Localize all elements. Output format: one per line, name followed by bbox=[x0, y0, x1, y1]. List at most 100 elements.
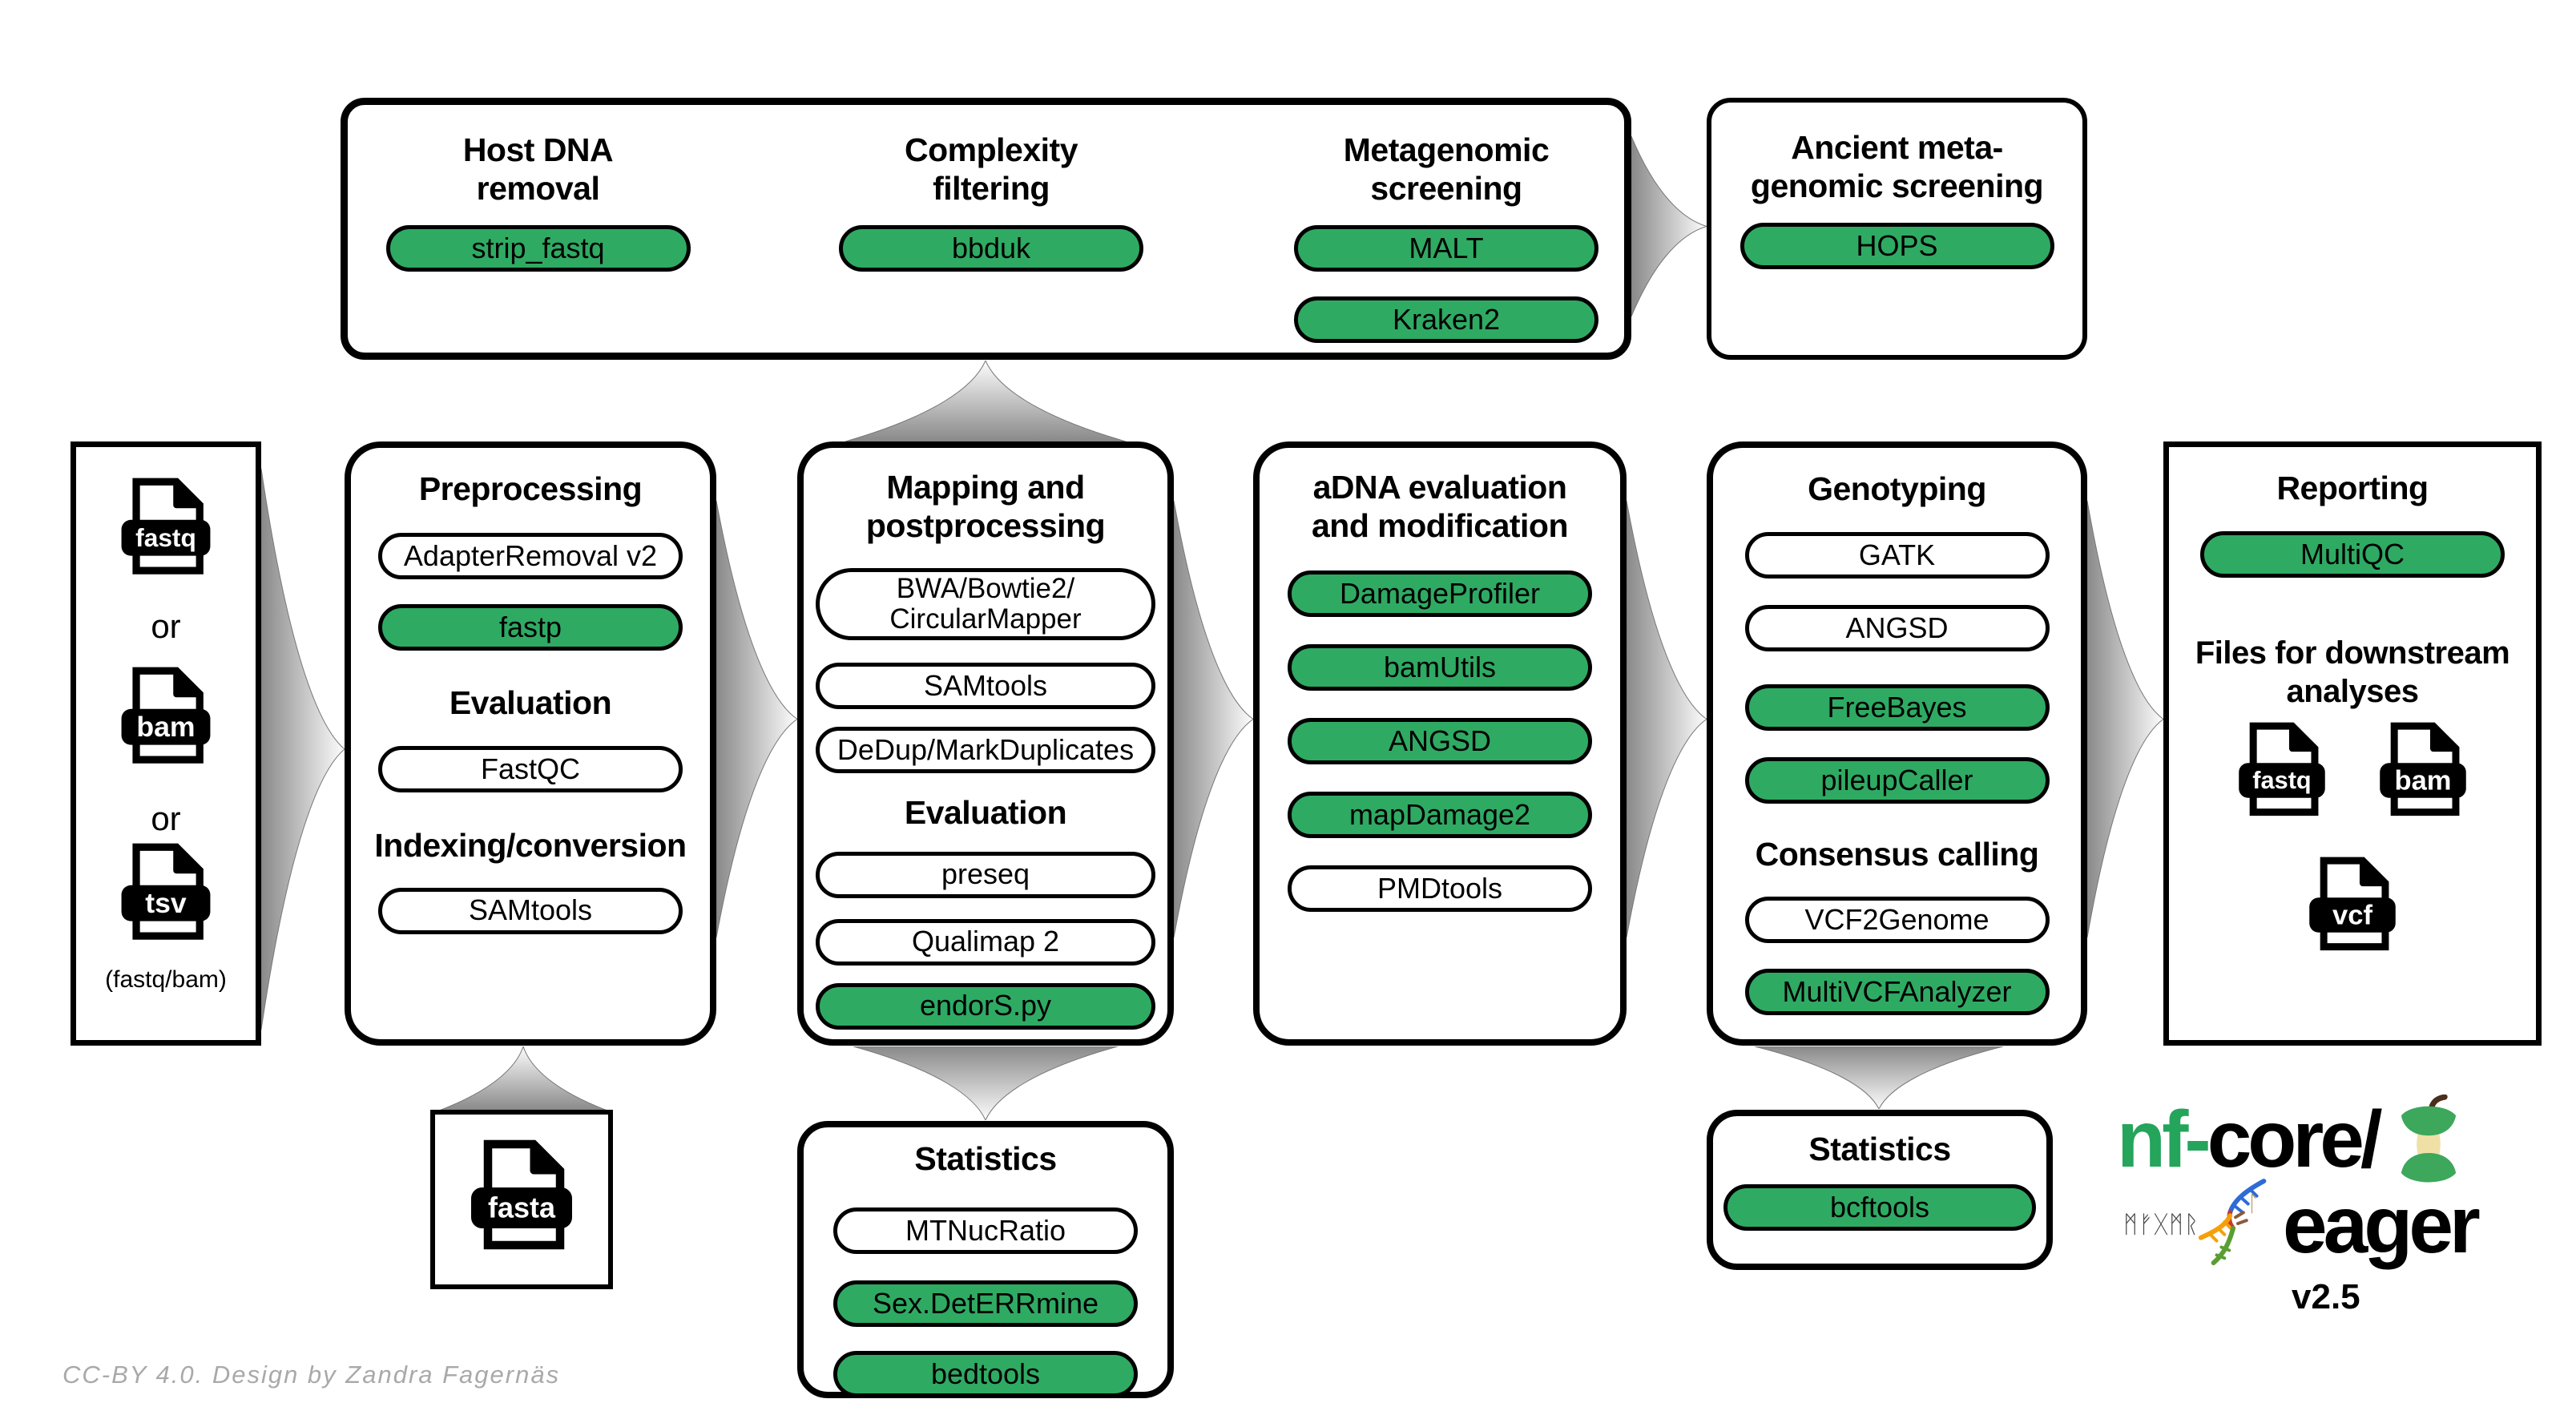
mapping-title: Mapping and postprocessing bbox=[865, 469, 1106, 544]
tool-pill[interactable]: Qualimap 2 bbox=[816, 918, 1155, 966]
input-format-caption: (fastq/bam) bbox=[105, 966, 227, 993]
tool-pill[interactable]: Sex.DetERRmine bbox=[833, 1280, 1138, 1327]
ancient-screening-box: Ancient meta- genomic screening HOPS bbox=[1707, 98, 2087, 360]
metagenomic-screening-title: Metagenomic screening bbox=[1343, 131, 1550, 207]
input-files-box: fastq or bam or tsv (fastq/bam) bbox=[71, 441, 261, 1046]
tool-pill[interactable]: SAMtools bbox=[378, 887, 683, 934]
flow-arrow-mapping-to-screening bbox=[845, 361, 1126, 441]
svg-text:fastq: fastq bbox=[2252, 766, 2311, 794]
preprocessing-box: Preprocessing AdapterRemoval v2 fastp Ev… bbox=[345, 441, 716, 1046]
flow-arrow-preprocessing-to-mapping bbox=[716, 501, 797, 937]
tool-pill[interactable]: FreeBayes bbox=[1744, 683, 2050, 731]
logo-eager-text: eager bbox=[2283, 1180, 2481, 1270]
tool-pill[interactable]: pileupCaller bbox=[1744, 756, 2050, 804]
flow-arrow-genotyping-to-reporting bbox=[2087, 501, 2163, 937]
logo-nf-text: nf- bbox=[2117, 1095, 2211, 1184]
host-dna-removal-title: Host DNA removal bbox=[462, 131, 614, 207]
statistics-box: Statistics MTNucRatio Sex.DetERRmine bed… bbox=[797, 1121, 1174, 1398]
mapping-box: Mapping and postprocessing BWA/Bowtie2/ … bbox=[797, 441, 1174, 1046]
screening-box: Host DNA removal strip_fastq Complexity … bbox=[341, 98, 1631, 360]
tool-pill[interactable]: ANGSD bbox=[1288, 717, 1592, 764]
flow-arrow-metagenomic-to-ancient bbox=[1631, 136, 1707, 316]
genotyping-box: Genotyping GATK ANGSD FreeBayes pileupCa… bbox=[1707, 441, 2087, 1046]
svg-text:fasta: fasta bbox=[488, 1191, 556, 1224]
ancient-screening-title: Ancient meta- genomic screening bbox=[1750, 129, 2044, 204]
flow-arrow-input-to-preprocessing bbox=[261, 469, 345, 1030]
reporting-title: Reporting bbox=[2276, 470, 2429, 506]
tool-pill[interactable]: bamUtils bbox=[1288, 643, 1592, 691]
tool-pill[interactable]: PMDtools bbox=[1288, 865, 1592, 912]
svg-text:bam: bam bbox=[2394, 765, 2451, 796]
tool-pill[interactable]: HOPS bbox=[1740, 222, 2054, 269]
tool-pill[interactable]: AdapterRemoval v2 bbox=[378, 532, 683, 579]
tool-pill[interactable]: Kraken2 bbox=[1294, 296, 1598, 343]
host-dna-removal-column: Host DNA removal strip_fastq bbox=[348, 105, 728, 272]
tool-pill[interactable]: preseq bbox=[816, 851, 1155, 898]
tool-pill[interactable]: mapDamage2 bbox=[1288, 791, 1592, 838]
tool-pill[interactable]: MultiQC bbox=[2200, 530, 2505, 578]
logo-core-text: core/ bbox=[2207, 1095, 2383, 1184]
svg-text:vcf: vcf bbox=[2332, 900, 2372, 930]
tool-pill[interactable]: GATK bbox=[1744, 531, 2050, 579]
tool-pill[interactable]: MALT bbox=[1294, 224, 1598, 272]
preprocessing-title: Preprocessing bbox=[418, 470, 643, 507]
tool-pill[interactable]: bbduk bbox=[839, 224, 1143, 272]
credit-text: CC-BY 4.0. Design by Zandra Fagernäs bbox=[62, 1361, 561, 1389]
tsv-file-icon: tsv bbox=[121, 843, 211, 940]
apple-core-icon bbox=[2401, 1095, 2456, 1183]
tool-pill[interactable]: fastp bbox=[378, 603, 683, 651]
downstream-files-title: Files for downstream analyses bbox=[2195, 635, 2510, 709]
indexing-conversion-title: Indexing/conversion bbox=[374, 826, 687, 864]
consensus-calling-title: Consensus calling bbox=[1755, 835, 2039, 873]
logo-version: v2.5 bbox=[2292, 1277, 2360, 1316]
statistics-box-2: Statistics bcftools bbox=[1707, 1110, 2053, 1270]
evaluation-title: Evaluation bbox=[449, 683, 612, 721]
tool-pill[interactable]: ANGSD bbox=[1744, 604, 2050, 651]
flow-arrow-mapping-to-statistics bbox=[853, 1046, 1118, 1120]
adna-box: aDNA evaluation and modification DamageP… bbox=[1253, 441, 1627, 1046]
flow-arrow-adna-to-genotyping bbox=[1627, 501, 1707, 937]
svg-text:tsv: tsv bbox=[145, 887, 187, 919]
tool-pill[interactable]: strip_fastq bbox=[385, 224, 691, 272]
fasta-file-icon: fasta bbox=[471, 1139, 572, 1250]
tool-pill[interactable]: VCF2Genome bbox=[1744, 896, 2050, 943]
bam-file-icon: bam bbox=[121, 667, 211, 764]
tool-pill[interactable]: bedtools bbox=[833, 1350, 1138, 1397]
tool-pill[interactable]: SAMtools bbox=[816, 662, 1155, 709]
or-label: or bbox=[151, 607, 181, 645]
dna-helix-icon: ᛚ bbox=[2198, 1179, 2267, 1266]
mapping-evaluation-title: Evaluation bbox=[904, 793, 1067, 831]
fastq-file-icon: fastq bbox=[121, 478, 211, 575]
bam-file-icon: bam bbox=[2380, 722, 2466, 816]
complexity-filtering-title: Complexity filtering bbox=[905, 131, 1078, 207]
tool-pill[interactable]: MTNucRatio bbox=[833, 1207, 1138, 1254]
tool-pill[interactable]: MultiVCFAnalyzer bbox=[1744, 968, 2050, 1015]
statistics-title: Statistics bbox=[1808, 1131, 1951, 1167]
genotyping-title: Genotyping bbox=[1808, 470, 1986, 507]
fastq-file-icon: fastq bbox=[2239, 722, 2325, 816]
tool-pill[interactable]: bcftools bbox=[1723, 1183, 2036, 1231]
statistics-title: Statistics bbox=[914, 1140, 1057, 1177]
svg-text:fastq: fastq bbox=[135, 523, 196, 552]
vcf-file-icon: vcf bbox=[2309, 857, 2396, 951]
svg-text:bam: bam bbox=[136, 711, 195, 743]
adna-title: aDNA evaluation and modification bbox=[1312, 469, 1569, 544]
tool-pill[interactable]: DamageProfiler bbox=[1288, 570, 1592, 617]
tool-pill[interactable]: endorS.py bbox=[816, 982, 1155, 1030]
downstream-file-icons-row: fastq bam bbox=[2231, 722, 2474, 824]
flow-arrow-genotyping-to-statistics2 bbox=[1755, 1046, 2003, 1109]
tool-pill[interactable]: BWA/Bowtie2/ CircularMapper bbox=[816, 567, 1155, 640]
svg-text:ᛚ: ᛚ bbox=[2247, 1191, 2260, 1216]
tool-pill[interactable]: DeDup/MarkDuplicates bbox=[816, 726, 1155, 773]
or-label: or bbox=[151, 800, 181, 837]
nf-core-eager-logo: nf-core/ ᛗᚠᚷᛗᚱ ᛚ eager v2 bbox=[2117, 1095, 2566, 1317]
fasta-box: fasta bbox=[430, 1110, 613, 1289]
logo-line-2: ᛗᚠᚷᛗᚱ ᛚ eager bbox=[2123, 1178, 2566, 1272]
flow-arrow-mapping-to-adna bbox=[1174, 501, 1253, 937]
tool-pill[interactable]: FastQC bbox=[378, 745, 683, 792]
logo-line-1: nf-core/ bbox=[2117, 1095, 2566, 1189]
runes-text: ᛗᚠᚷᛗᚱ bbox=[2123, 1211, 2199, 1238]
complexity-filtering-column: Complexity filtering bbduk bbox=[783, 105, 1199, 272]
flow-arrow-fasta-to-preprocessing bbox=[439, 1046, 607, 1111]
